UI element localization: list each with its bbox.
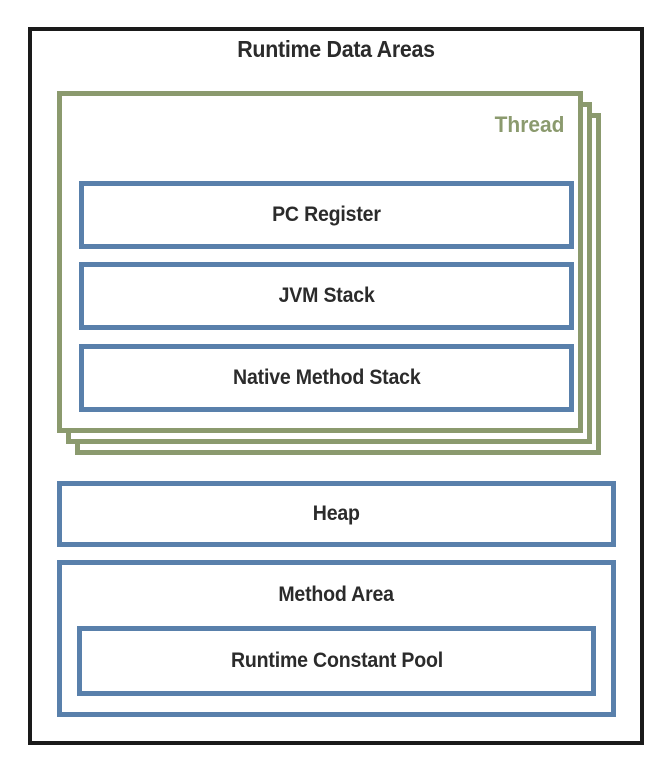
page-title: Runtime Data Areas — [237, 36, 435, 62]
native-method-stack-label: Native Method Stack — [232, 366, 421, 389]
heap-label: Heap — [312, 502, 361, 525]
thread-stack: Thread PC Register JVM Stack Native Meth… — [57, 91, 601, 455]
pc-register-label: PC Register — [272, 203, 381, 226]
method-area-box[interactable]: Method Area Runtime Constant Pool — [57, 560, 616, 717]
method-area-label: Method Area — [278, 583, 395, 606]
runtime-constant-pool-label: Runtime Constant Pool — [230, 649, 443, 672]
thread-label: Thread — [494, 112, 564, 137]
pc-register-box[interactable]: PC Register — [79, 181, 574, 249]
method-area-title: Method Area — [62, 565, 611, 625]
jvm-stack-box[interactable]: JVM Stack — [79, 262, 574, 330]
runtime-constant-pool-box[interactable]: Runtime Constant Pool — [77, 626, 596, 696]
thread-card-front[interactable]: Thread PC Register JVM Stack Native Meth… — [57, 91, 583, 433]
native-method-stack-box[interactable]: Native Method Stack — [79, 344, 574, 412]
jvm-stack-label: JVM Stack — [278, 284, 375, 307]
heap-box[interactable]: Heap — [57, 481, 616, 547]
